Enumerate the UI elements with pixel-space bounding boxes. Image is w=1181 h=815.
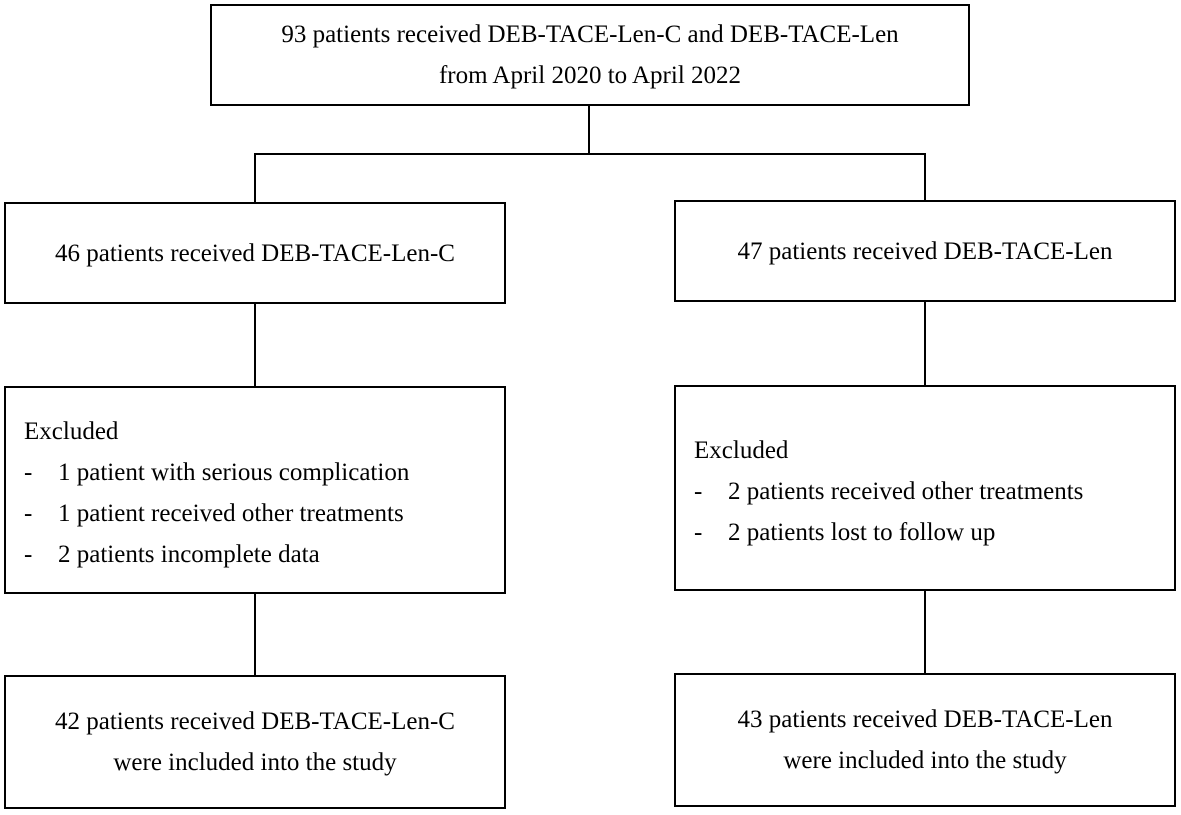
right-excluded-item-2: 2 patients lost to follow up	[728, 519, 996, 546]
right-excluded-box: Excluded - 2 patients received other tre…	[674, 385, 1176, 591]
right-excluded-heading: Excluded	[694, 437, 789, 464]
connector-top-down	[588, 105, 590, 154]
right-included-box: 43 patients received DEB-TACE-Len were i…	[674, 673, 1176, 807]
connector-horizontal	[254, 153, 926, 155]
top-box-line1: 93 patients received DEB-TACE-Len-C and …	[281, 21, 899, 48]
left-included-box: 42 patients received DEB-TACE-Len-C were…	[4, 675, 506, 809]
connector-left-group-to-excluded	[254, 303, 256, 387]
left-excluded-box: Excluded - 1 patient with serious compli…	[4, 386, 506, 594]
bullet-dash: -	[694, 478, 703, 505]
connector-right-excluded-to-included	[924, 590, 926, 674]
connector-left-branch	[254, 153, 256, 203]
left-included-line1: 42 patients received DEB-TACE-Len-C	[55, 708, 455, 735]
left-group-box: 46 patients received DEB-TACE-Len-C	[4, 202, 506, 304]
right-included-line2: were included into the study	[783, 747, 1067, 774]
list-item: - 2 patients incomplete data	[24, 534, 504, 575]
top-box: 93 patients received DEB-TACE-Len-C and …	[210, 4, 970, 106]
bullet-dash: -	[24, 459, 33, 486]
bullet-dash: -	[694, 519, 703, 546]
connector-right-branch	[924, 153, 926, 201]
bullet-dash: -	[24, 541, 33, 568]
bullet-dash: -	[24, 500, 33, 527]
left-excluded-item-2: 1 patient received other treatments	[58, 500, 404, 527]
top-box-line2: from April 2020 to April 2022	[438, 62, 742, 89]
right-excluded-item-1: 2 patients received other treatments	[728, 478, 1084, 505]
connector-left-excluded-to-included	[254, 593, 256, 676]
list-item: - 2 patients lost to follow up	[694, 512, 1174, 553]
connector-right-group-to-excluded	[924, 301, 926, 386]
list-item: - 1 patient with serious complication	[24, 452, 504, 493]
right-included-line1: 43 patients received DEB-TACE-Len	[737, 706, 1113, 733]
left-excluded-item-3: 2 patients incomplete data	[58, 541, 320, 568]
left-excluded-item-1: 1 patient with serious complication	[58, 459, 410, 486]
left-excluded-heading: Excluded	[24, 418, 119, 445]
list-item: - 2 patients received other treatments	[694, 471, 1174, 512]
left-included-line2: were included into the study	[113, 749, 397, 776]
left-group-label: 46 patients received DEB-TACE-Len-C	[55, 239, 455, 267]
right-group-label: 47 patients received DEB-TACE-Len	[737, 237, 1113, 265]
right-group-box: 47 patients received DEB-TACE-Len	[674, 200, 1176, 302]
list-item: - 1 patient received other treatments	[24, 493, 504, 534]
